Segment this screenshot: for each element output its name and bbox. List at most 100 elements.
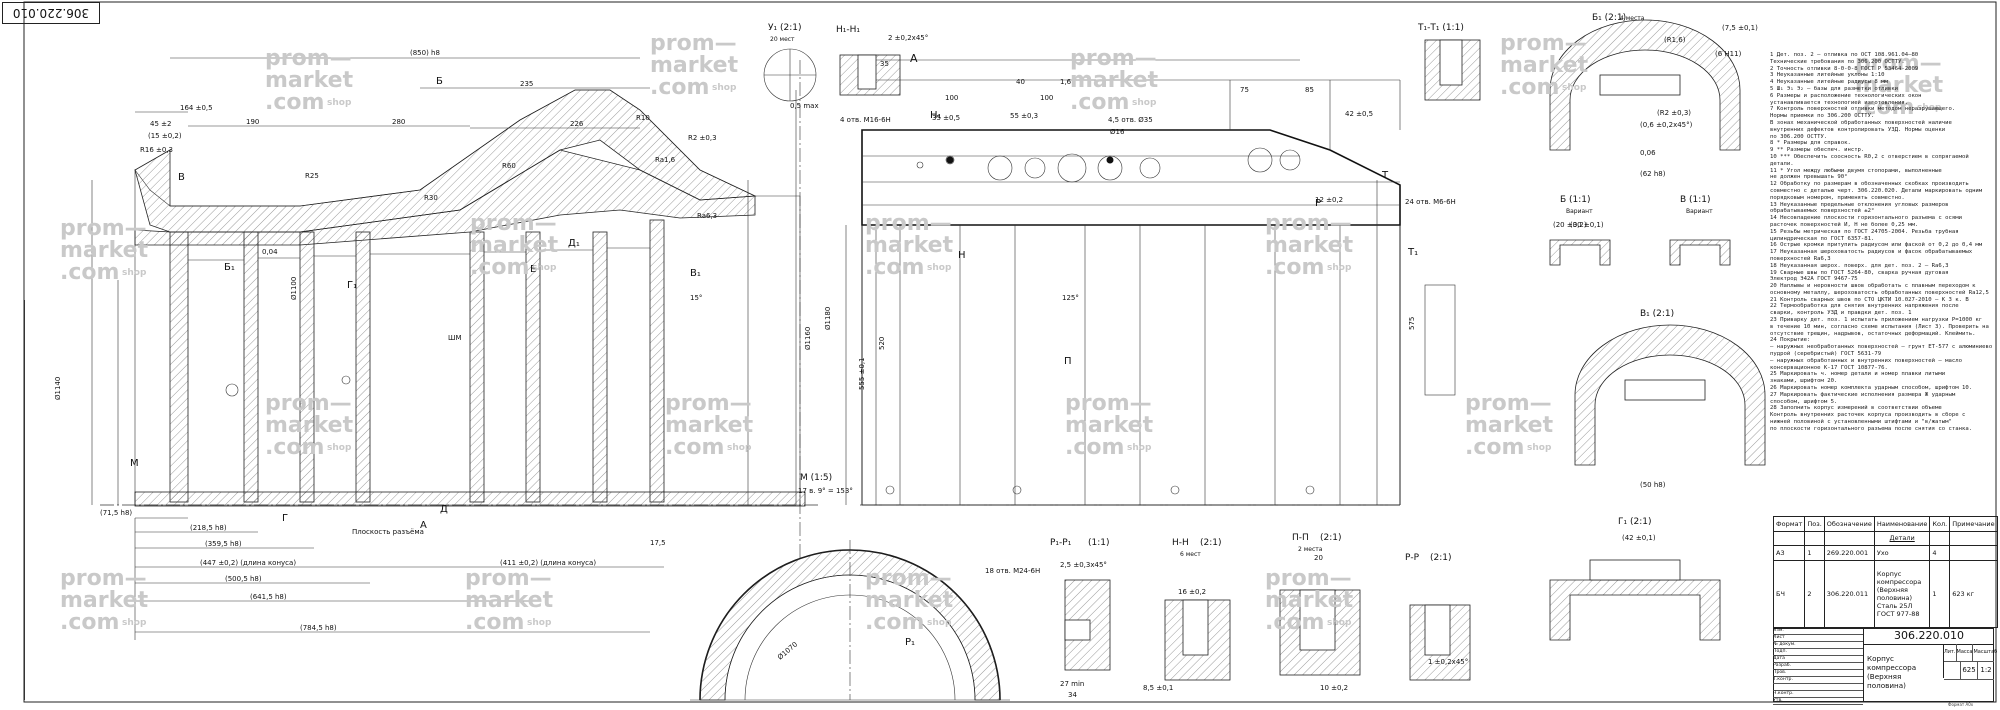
watermark-line: prom— bbox=[1265, 566, 1352, 591]
watermark-line: prom— bbox=[1855, 51, 1942, 76]
watermark-line: prom— bbox=[650, 31, 737, 56]
note-line: сварки, контроль УЗД и правдки дет. поз.… bbox=[1770, 310, 1912, 317]
section-g1-label: Г₁ (2:1) bbox=[1618, 517, 1651, 527]
spec-cell: А3 bbox=[1772, 545, 1806, 561]
dim-text: 125° bbox=[1062, 294, 1079, 302]
dim-text: 16 ±0,2 bbox=[1178, 588, 1206, 596]
section-letter: Е bbox=[530, 264, 536, 275]
note-line: 22 Термообработка для снятия внутренних … bbox=[1770, 303, 1959, 310]
dim-text: R30 bbox=[424, 194, 438, 202]
dim-text: 575 bbox=[1408, 317, 1416, 330]
section-letter: Н₁ bbox=[930, 110, 942, 121]
note-line: 26 Маркировать номер комплекта ударным с… bbox=[1770, 385, 1973, 392]
dim-text: (6 H11) bbox=[1715, 50, 1742, 58]
note-line: 23 Приварку дет. поз. 1 испытать приложе… bbox=[1770, 317, 1983, 324]
note-line: не должен превышать 90° bbox=[1770, 174, 1848, 181]
note-line: обрабатываемых поверхностей ±2° bbox=[1770, 208, 1875, 215]
watermark-line: prom— bbox=[1500, 31, 1587, 56]
section-n1 bbox=[839, 54, 901, 96]
dim-text: 24 отв. М6-6Н bbox=[1405, 198, 1456, 206]
watermark-suffix: shop bbox=[1562, 83, 1587, 93]
watermark-line: prom— bbox=[465, 566, 552, 591]
watermark-line: prom— bbox=[865, 211, 952, 236]
dim-text: 85 bbox=[1305, 86, 1314, 94]
section-nn-sub: 6 мест bbox=[1180, 551, 1201, 558]
section-b-sub: Вариант bbox=[1566, 208, 1593, 215]
watermark-line: .com bbox=[1465, 435, 1524, 460]
dim-text: (447 ±0,2) (длина конуса) bbox=[200, 559, 296, 567]
dim-text: 45 ±2 bbox=[150, 120, 171, 128]
dim-text: 226 bbox=[570, 120, 584, 128]
section-letter: П bbox=[1064, 356, 1072, 367]
section-letter: Р₁ bbox=[905, 637, 915, 648]
watermark-suffix: shop bbox=[727, 443, 752, 453]
section-v-sub: Вариант bbox=[1686, 208, 1713, 215]
note-line: 21 Контроль сварных швов по СТО ЦКТИ 10.… bbox=[1770, 296, 1969, 303]
dim-text: 1 ±0,2х45° bbox=[1428, 658, 1468, 666]
note-line: 6 Размеры и расположение технологических… bbox=[1770, 92, 1922, 99]
format-note: Формат А0х bbox=[1948, 702, 1974, 707]
watermark-line: market bbox=[650, 53, 739, 78]
dim-text: 4 отв. М16-6Н bbox=[840, 116, 891, 124]
watermark-line: prom— bbox=[1065, 391, 1152, 416]
watermark-suffix: shop bbox=[122, 268, 147, 278]
note-line: расточек поверхностей И, Н не более 0,25… bbox=[1770, 221, 1919, 228]
watermark-line: prom— bbox=[470, 211, 557, 236]
watermark-suffix: shop bbox=[927, 263, 952, 273]
spec-header-cell: Кол. bbox=[1929, 516, 1951, 532]
dim-text: (641,5 h8) bbox=[250, 593, 287, 601]
section-p1 bbox=[1064, 579, 1111, 671]
section-letter: Д₁ bbox=[568, 238, 580, 249]
watermark-line: market bbox=[1265, 233, 1354, 258]
watermark-line: market bbox=[1070, 68, 1159, 93]
section-letter: Б₁ bbox=[224, 262, 235, 273]
spec-header-row: Формат Поз. Обозначение Наименование Кол… bbox=[1772, 516, 1998, 532]
spec-row: БЧ 2 306.220.011 Корпус компрессора (Вер… bbox=[1772, 559, 1998, 629]
watermark-line: market bbox=[865, 588, 954, 613]
section-letter: Т bbox=[1381, 170, 1389, 181]
watermark-line: market bbox=[465, 588, 554, 613]
note-line: 19 Сварные швы по ГОСТ 5264-80, сварка р… bbox=[1770, 269, 1949, 276]
mass-label: Масса bbox=[1955, 644, 1972, 661]
dim-text: R25 bbox=[305, 172, 319, 180]
section-b1-label: Б₁ (2:1) bbox=[1592, 13, 1626, 23]
dim-text: 190 bbox=[246, 118, 259, 126]
dim-text: (71,5 h8) bbox=[100, 509, 132, 517]
view-m-dims: 17 в. 9° = 153° bbox=[798, 487, 853, 495]
dim-text: (15 ±0,2) bbox=[148, 132, 182, 140]
dim-text: Ø1140 bbox=[54, 377, 62, 400]
note-line: 10 *** Обеспечить соосность R0,2 с отвер… bbox=[1770, 153, 1969, 160]
watermark-suffix: shop bbox=[927, 618, 952, 628]
section-rr-label: Р-Р bbox=[1405, 553, 1420, 563]
main-section-view bbox=[91, 57, 820, 640]
note-line: 13 Неуказанные предельные отклонения угл… bbox=[1770, 201, 1949, 208]
note-line: совместно с деталью черт. 306.220.020. Д… bbox=[1770, 187, 1983, 194]
watermark-line: .com bbox=[665, 435, 724, 460]
section-b1 bbox=[1549, 19, 1741, 151]
section-letter: Т₁ bbox=[1407, 247, 1418, 258]
watermark-suffix: shop bbox=[1527, 443, 1552, 453]
letter-label: Лит. bbox=[1944, 649, 1956, 655]
view-m bbox=[690, 540, 1010, 701]
scale-label: Масштаб bbox=[1972, 644, 1997, 661]
section-letter: М bbox=[130, 458, 139, 469]
section-nn-scale: (2:1) bbox=[1200, 538, 1222, 548]
note-line: 18 Неуказанная шерох. поверх. для дет. п… bbox=[1770, 262, 1949, 269]
section-pp bbox=[1279, 589, 1361, 676]
dim-text: 75 bbox=[1240, 86, 1249, 94]
watermark-line: .com bbox=[265, 435, 324, 460]
view-a-label: А bbox=[910, 52, 918, 65]
drawing-name-line: Корпус компрессора bbox=[1867, 654, 1917, 672]
note-line: В зонах механической обработанных поверх… bbox=[1770, 119, 1952, 126]
note-line: по 306.200 ОСТТУ. bbox=[1770, 133, 1828, 140]
dim-text: 27 min bbox=[1060, 680, 1084, 688]
watermark-line: market bbox=[60, 588, 149, 613]
note-line: Технические требования по 306.200 ОСТТУ. bbox=[1770, 58, 1905, 65]
note-line: 5 Ш₁ Э₁ Э₂ – базы для разметки отливки bbox=[1770, 85, 1898, 92]
dim-text: (30 ±0,1) bbox=[1570, 221, 1604, 229]
dim-text: 35 bbox=[880, 60, 889, 68]
note-line: детали. bbox=[1770, 160, 1794, 167]
watermark-line: market bbox=[265, 413, 354, 438]
note-line: 7 Контроль поверхностей отливки методом … bbox=[1770, 106, 1956, 113]
